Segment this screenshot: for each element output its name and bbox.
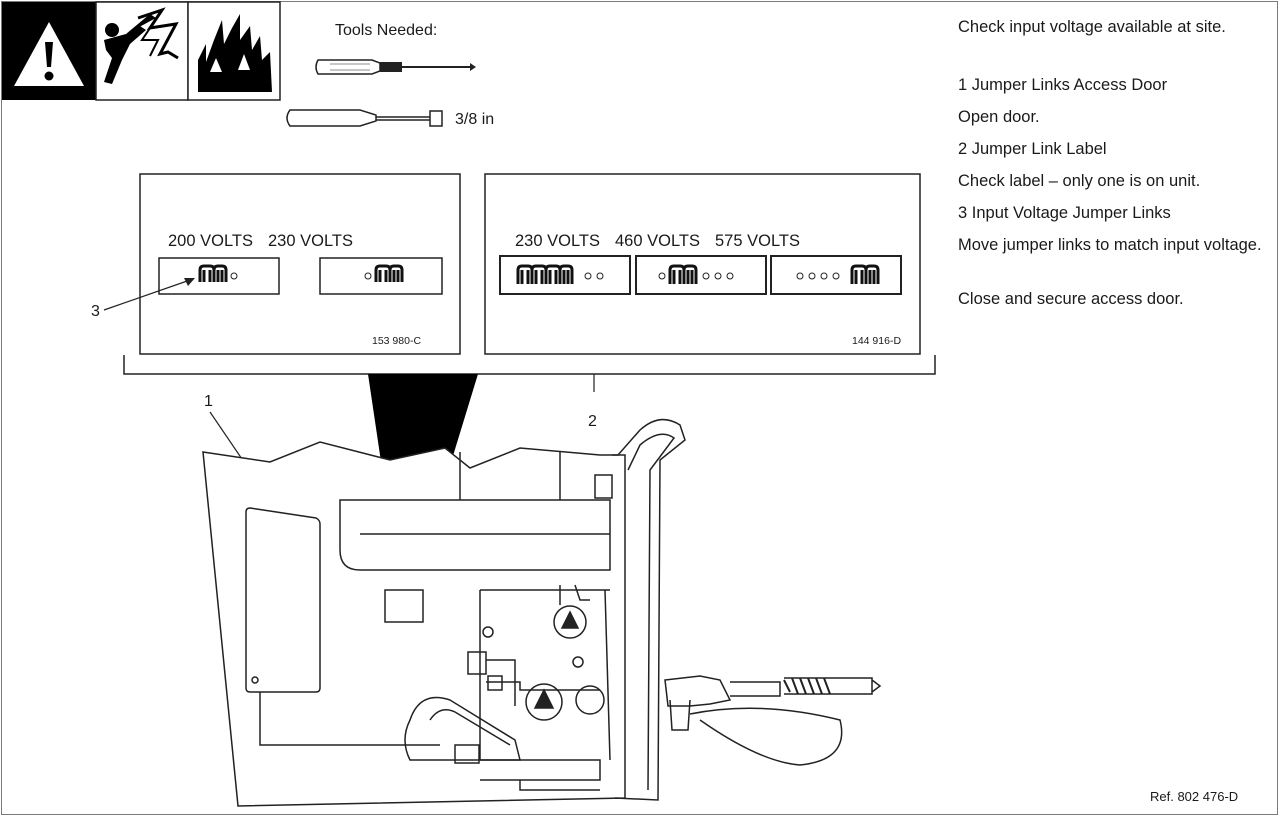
electric-shock-icon xyxy=(95,1,189,101)
warning-triangle-icon xyxy=(2,2,96,100)
left-volt-a-label: 200 VOLTS xyxy=(168,232,253,250)
instruction-label-callout: 2 Jumper Link Label xyxy=(958,140,1107,158)
jumper-link-right-a xyxy=(516,264,604,284)
welder-unit-drawing xyxy=(202,418,882,807)
right-volt-a-label: 230 VOLTS xyxy=(515,232,600,250)
left-part-number: 153 980-C xyxy=(372,335,421,347)
callout-3-arrow xyxy=(184,278,195,286)
tools-needed-label: Tools Needed: xyxy=(335,22,437,39)
callout-2: 2 xyxy=(588,413,597,430)
label-bracket xyxy=(123,355,936,375)
jumper-box-right-b xyxy=(635,255,767,295)
instruction-close-door: Close and secure access door. xyxy=(958,290,1184,308)
nut-driver-icon xyxy=(286,109,443,127)
jumper-box-right-c xyxy=(770,255,902,295)
jumper-link-right-b xyxy=(658,264,734,284)
socket-size-label: 3/8 in xyxy=(455,111,494,128)
jumper-link-right-c xyxy=(796,264,880,284)
jumper-link-left-a xyxy=(198,264,238,282)
screwdriver-icon xyxy=(315,59,476,75)
reference-number: Ref. 802 476-D xyxy=(1150,789,1239,804)
instruction-check-voltage: Check input voltage available at site. xyxy=(958,18,1226,36)
label-panel-153980: 200 VOLTS 230 VOLTS 153 980-C xyxy=(139,173,461,355)
label-panel-144916: 230 VOLTS 460 VOLTS 575 VOLTS xyxy=(484,173,921,355)
right-volt-c-label: 575 VOLTS xyxy=(715,232,800,250)
instruction-access-door-callout: 1 Jumper Links Access Door xyxy=(958,76,1168,94)
right-volt-b-label: 460 VOLTS xyxy=(615,232,700,250)
right-part-number: 144 916-D xyxy=(852,335,901,347)
instruction-move-jumpers: Move jumper links to match input voltage… xyxy=(958,236,1262,254)
instruction-jumper-callout: 3 Input Voltage Jumper Links xyxy=(958,204,1171,222)
callout-3-leader xyxy=(103,279,191,311)
left-volt-b-label: 230 VOLTS xyxy=(268,232,353,250)
callout-1: 1 xyxy=(204,393,213,410)
callout-3: 3 xyxy=(91,303,100,320)
jumper-link-left-b xyxy=(364,264,404,282)
fire-hazard-icon xyxy=(187,1,281,101)
instruction-check-label: Check label – only one is on unit. xyxy=(958,172,1201,190)
instruction-open-door: Open door. xyxy=(958,108,1040,126)
